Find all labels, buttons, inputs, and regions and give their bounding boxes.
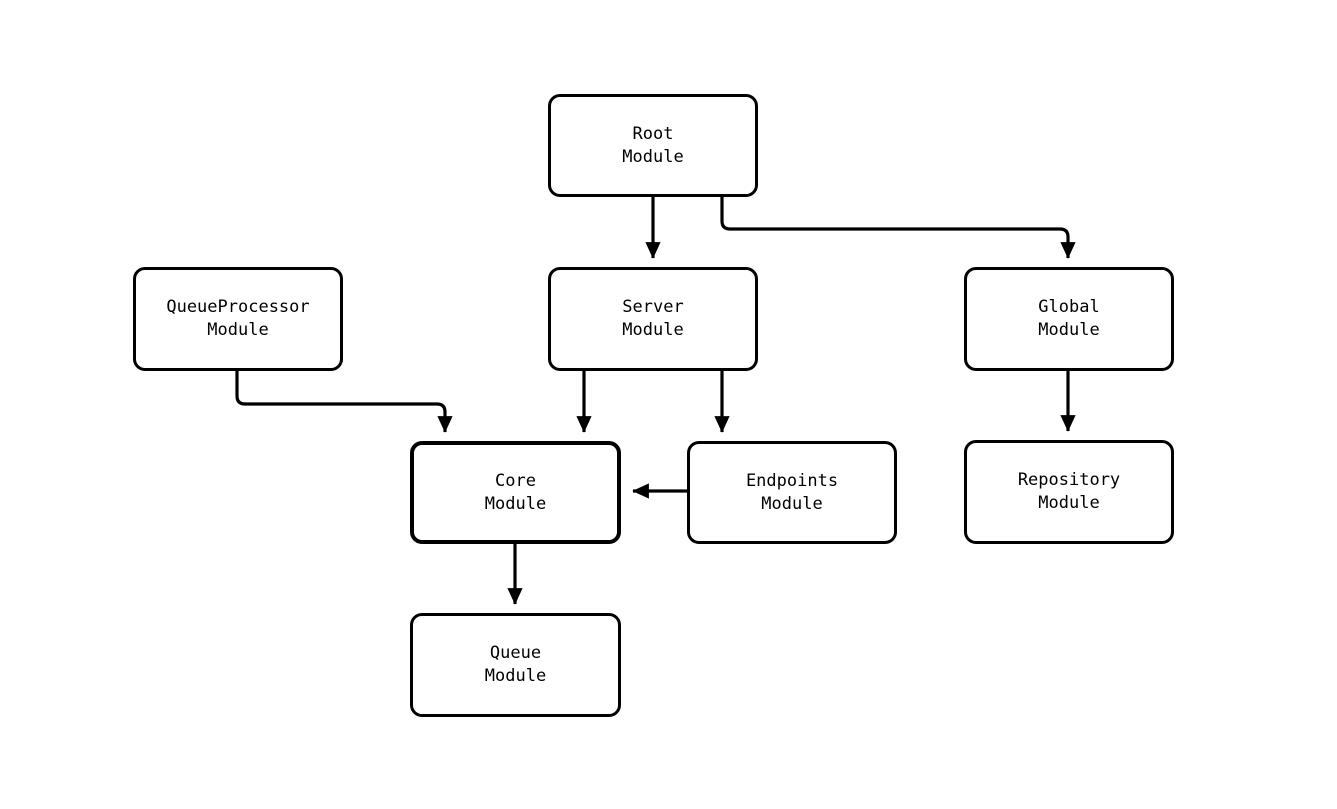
node-core-module-label: Core Module bbox=[484, 470, 547, 514]
node-queue-module[interactable]: Queue Module bbox=[410, 613, 621, 717]
node-server-module-label: Server Module bbox=[622, 297, 684, 340]
node-endpoints-module-label: Endpoints Module bbox=[745, 470, 839, 514]
node-core-module[interactable]: Core Module bbox=[410, 441, 621, 544]
node-root-module[interactable]: Root Module bbox=[548, 94, 758, 197]
edge-queueprocessor-to-core bbox=[235, 371, 453, 433]
node-repository-module[interactable]: Repository Module bbox=[964, 440, 1174, 544]
node-queue-module-label: Queue Module bbox=[484, 643, 547, 686]
node-queueprocessor-module[interactable]: QueueProcessor Module bbox=[133, 267, 343, 371]
node-global-module[interactable]: Global Module bbox=[964, 267, 1174, 371]
node-server-module[interactable]: Server Module bbox=[548, 267, 758, 371]
node-queueprocessor-module-label: QueueProcessor Module bbox=[166, 297, 310, 340]
node-repository-module-label: Repository Module bbox=[1017, 470, 1121, 513]
node-root-module-label: Root Module bbox=[622, 123, 684, 167]
node-endpoints-module[interactable]: Endpoints Module bbox=[687, 441, 897, 544]
node-global-module-label: Global Module bbox=[1038, 297, 1100, 340]
edge-root-to-global bbox=[720, 197, 1076, 259]
